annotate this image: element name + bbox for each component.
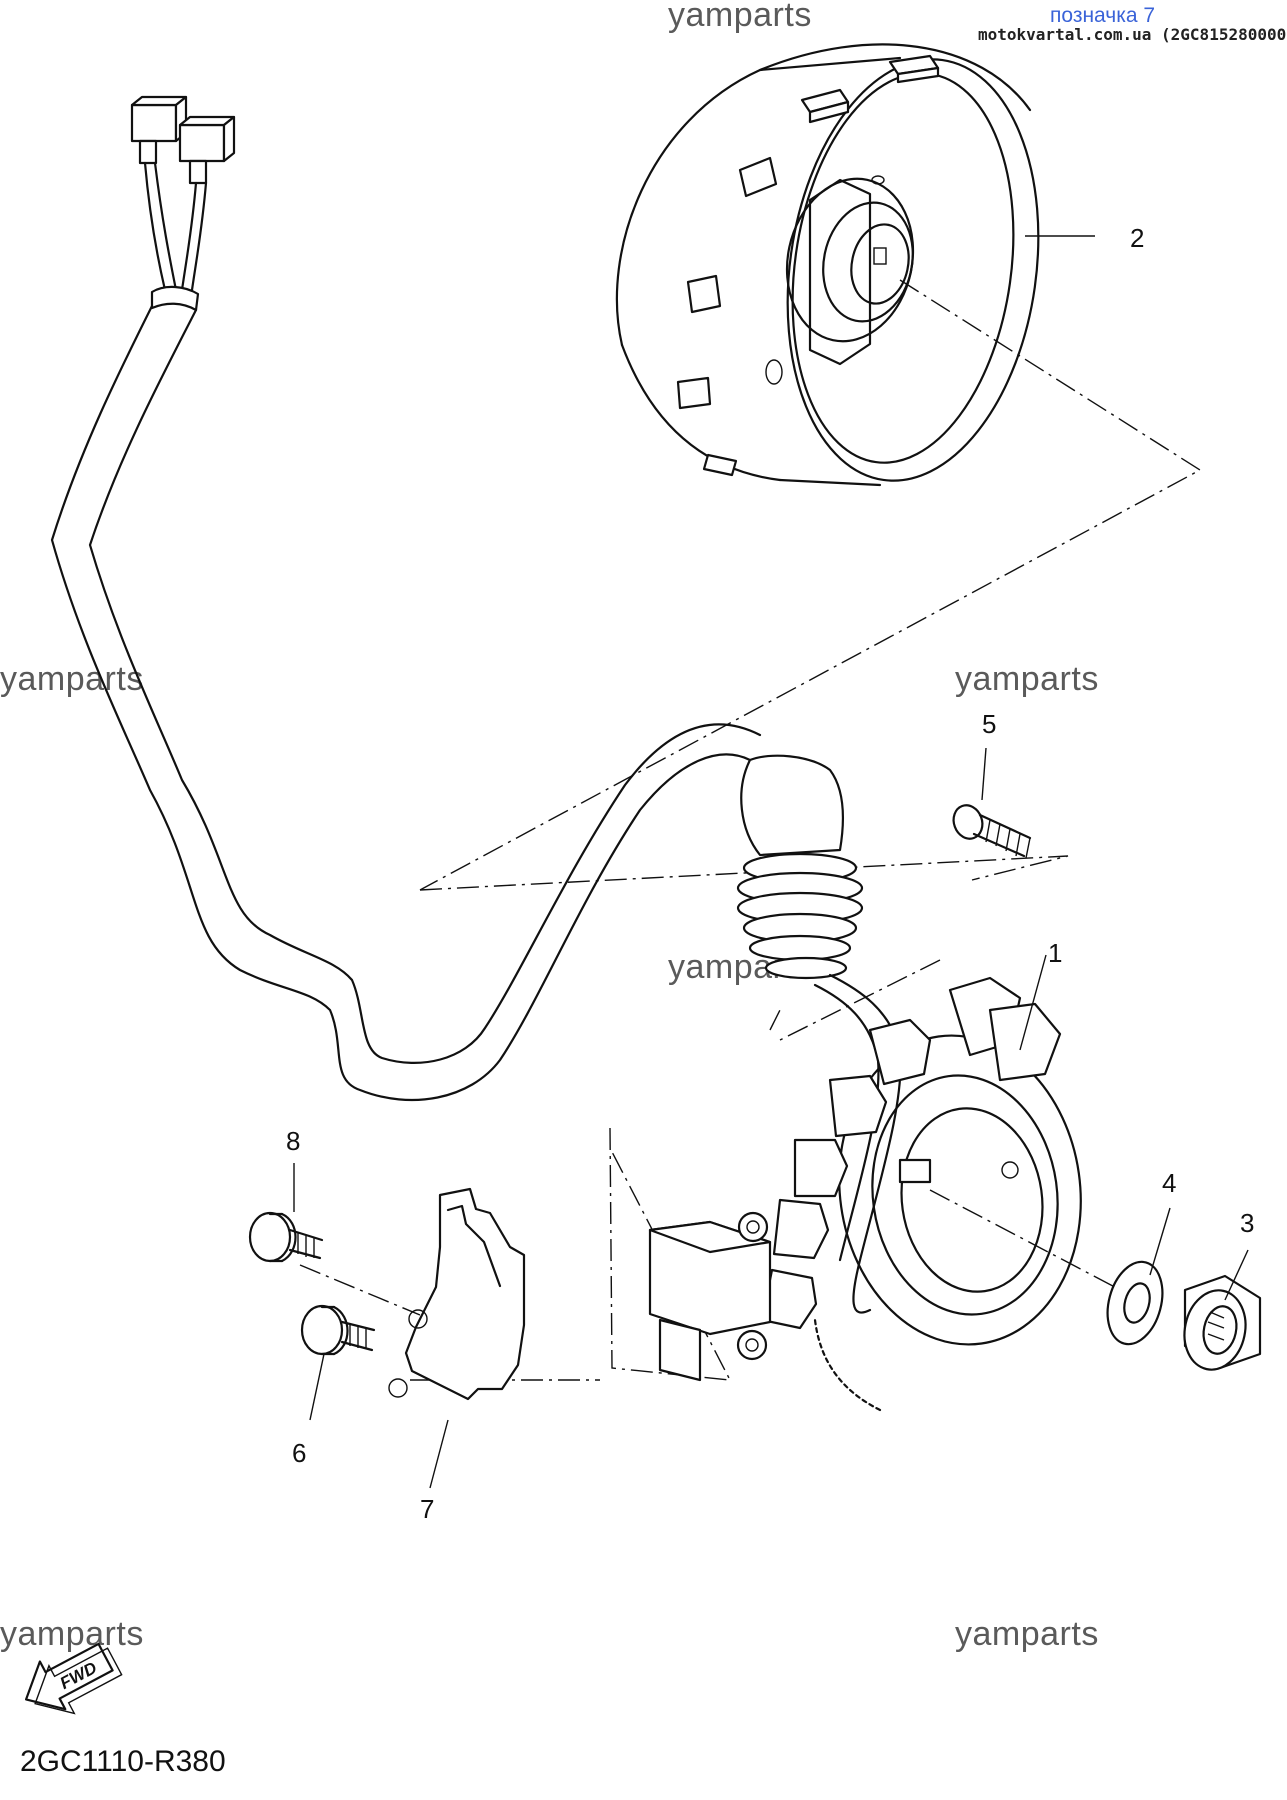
rotor-flywheel [615,43,1040,487]
callout-leaders [293,235,1249,1489]
screw-part-5 [952,804,1032,859]
nut-part-3 [1183,1274,1262,1371]
callout-numbers: 1 2 3 4 5 6 7 8 [286,223,1254,1524]
callout-1: 1 [1048,938,1062,968]
watermark: yamparts [0,1615,144,1653]
watermark: yamparts [955,660,1099,698]
source-site-reference: motokvartal.com.ua (2GC815280000) [978,25,1287,44]
watermark: yamparts [955,1615,1099,1653]
callout-8: 8 [286,1126,300,1156]
stator-assembly [648,754,1082,1412]
screw-part-8 [248,1211,324,1263]
connector-icon [130,95,188,165]
callout-4: 4 [1162,1168,1176,1198]
callout-7: 7 [420,1494,434,1524]
fwd-arrow-icon: FWD [24,1642,123,1715]
connector-icon [178,115,236,185]
part-tag-label: позначка 7 [1050,4,1156,27]
watermark: yamparts [0,660,144,698]
watermark: yamparts [668,0,812,34]
wire-harness [50,95,762,1102]
callout-2: 2 [1130,223,1144,253]
callout-5: 5 [982,709,996,739]
diagram-code: 2GC1110-R380 [20,1745,226,1778]
screw-part-6 [300,1304,376,1356]
bracket-part-7 [388,1187,526,1401]
callout-3: 3 [1240,1208,1254,1238]
washer-part-4 [1106,1260,1164,1346]
callout-6: 6 [292,1438,306,1468]
